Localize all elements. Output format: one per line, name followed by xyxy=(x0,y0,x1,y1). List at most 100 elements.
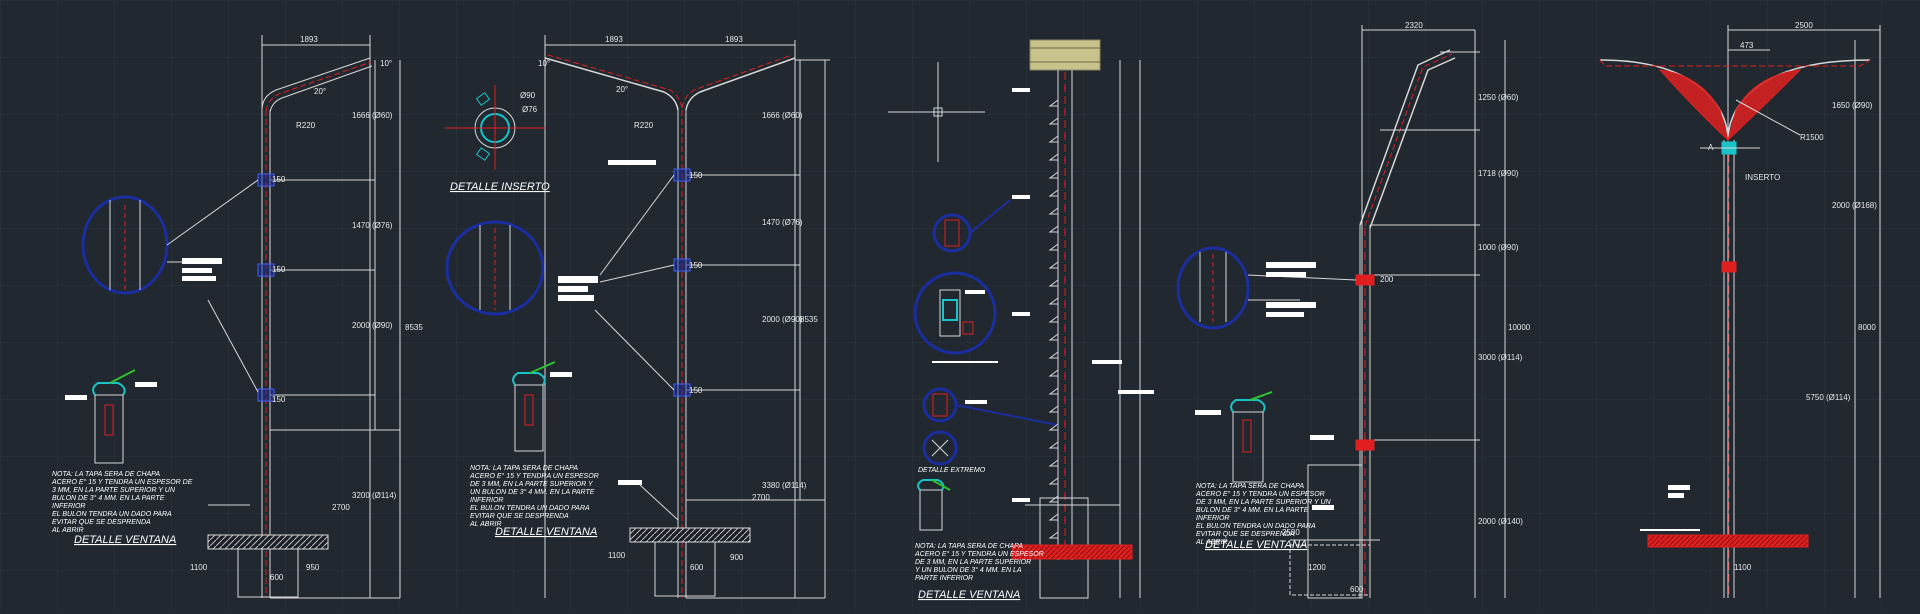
s4-flange-0: 200 xyxy=(1380,275,1394,284)
pole-step-tick xyxy=(1048,225,1059,233)
s5-insert-label: INSERTO xyxy=(1745,173,1780,182)
s5-section-label: A xyxy=(1708,143,1714,152)
s4-title: DETALLE VENTANA xyxy=(1205,539,1307,551)
pole-step-tick xyxy=(1048,117,1059,125)
s1-note-6: EVITAR QUE SE DESPRENDA xyxy=(52,519,151,526)
s5-dim-3: 5750 (Ø114) xyxy=(1806,393,1851,402)
s2-insert-label-0: Ø90 xyxy=(520,91,536,100)
s1-radius: R220 xyxy=(296,121,316,130)
s5-dim-2: 2000 (Ø168) xyxy=(1832,201,1877,210)
pole-step-tick xyxy=(1048,423,1059,431)
s1-dim-0: 1666 (Ø60) xyxy=(352,111,393,120)
s1-flange-2: 150 xyxy=(272,395,286,404)
s1-dim-1: 1470 (Ø76) xyxy=(352,221,393,230)
s2-flange-2: 150 xyxy=(689,386,703,395)
s3-note-1: ACERO E° 15 Y TENDRA UN ESPESOR xyxy=(914,550,1044,558)
s4-note-2: DE 3 MM, EN LA PARTE SUPERIOR Y UN xyxy=(1196,499,1332,506)
pole-step-tick xyxy=(1048,333,1059,341)
sheet-3-pole-section xyxy=(888,39,1154,599)
s2-arm-angle: 20° xyxy=(616,85,628,94)
s2-top-dim-right: 1893 xyxy=(725,35,743,44)
s1-dim-6: 1100 xyxy=(190,563,208,572)
pole-step-tick xyxy=(1048,207,1059,215)
s2-dim-5: 8535 xyxy=(800,315,818,324)
pole-step-tick xyxy=(1048,279,1059,287)
s4-note-1: ACERO E° 15 Y TENDRA UN ESPESOR xyxy=(1195,490,1325,498)
s4-note-4: INFERIOR xyxy=(1196,515,1229,522)
s3-note-0: NOTA: LA TAPA SERA DE CHAPA xyxy=(915,543,1023,550)
pole-step-tick xyxy=(1048,387,1059,395)
sheet-1-text: 1893 10° 20° R220 1666 (Ø60) 1470 (Ø76) … xyxy=(51,35,423,582)
s4-dim-0: 1250 (Ø60) xyxy=(1478,93,1519,102)
s2-note-5: EL BULON TENDRA UN DADO PARA xyxy=(470,505,590,512)
s4-dim-1: 1718 (Ø90) xyxy=(1478,169,1519,178)
pole-step-tick xyxy=(1048,531,1059,539)
s2-dim-0: 1666 (Ø60) xyxy=(762,111,803,120)
pole-shaft-2 xyxy=(677,110,687,598)
pole-step-tick xyxy=(1048,135,1059,143)
s5-sub-dim: 473 xyxy=(1740,41,1754,50)
pole-step-tick xyxy=(1048,459,1059,467)
s1-title: DETALLE VENTANA xyxy=(74,534,176,546)
s4-note-7: AL ABRIR xyxy=(1195,539,1228,546)
s5-dim-5: 1100 xyxy=(1734,563,1752,572)
pole-step-tick xyxy=(1048,171,1059,179)
pole-step-tick xyxy=(1048,99,1059,107)
s4-note-5: EL BULON TENDRA UN DADO PARA xyxy=(1196,523,1316,530)
s4-note-3: BULON DE 3° 4 MM. EN LA PARTE xyxy=(1196,506,1309,514)
s2-note-2: DE 3 MM, EN LA PARTE SUPERIOR Y xyxy=(470,481,594,488)
pole-step-tick xyxy=(1048,315,1059,323)
s2-dim-2: 2000 (Ø90) xyxy=(762,315,803,324)
s1-arm-angle: 20° xyxy=(314,87,326,96)
s4-top-dim: 2320 xyxy=(1405,21,1423,30)
s2-radius: R220 xyxy=(634,121,654,130)
pole-ticks xyxy=(1048,99,1059,539)
s4-dim-8: 600 xyxy=(1350,585,1364,594)
s5-dim-1: R1500 xyxy=(1800,133,1824,142)
s2-insert-label-1: Ø76 xyxy=(522,105,538,114)
sheet-5-text: 2500 473 1650 (Ø90) R1500 2000 (Ø168) 57… xyxy=(1708,21,1877,572)
s1-angle: 10° xyxy=(380,59,392,68)
s3-title: DETALLE VENTANA xyxy=(918,589,1020,601)
s4-dim-2: 1000 (Ø90) xyxy=(1478,243,1519,252)
sheet-5-decorative-pole xyxy=(1599,25,1881,598)
s1-flange-0: 150 xyxy=(272,175,286,184)
pole-arm xyxy=(261,57,373,113)
s1-note-2: 3 MM, EN LA PARTE SUPERIOR Y UN xyxy=(52,487,176,494)
s1-note-3: BULON DE 3° 4 MM. EN LA PARTE xyxy=(52,494,165,502)
pole-step-tick xyxy=(1048,441,1059,449)
sheet-4-bent-arm-pole xyxy=(1176,25,1506,599)
pole-step-tick xyxy=(1048,369,1059,377)
s5-dim-4: 8000 xyxy=(1858,323,1876,332)
pole-step-tick xyxy=(1048,243,1059,251)
pole-step-tick xyxy=(1048,297,1059,305)
s1-dim-7: 600 xyxy=(270,573,284,582)
s1-dim-5: 8535 xyxy=(405,323,423,332)
sheet-2-double-arm-pole xyxy=(445,35,830,599)
s1-top-dim: 1893 xyxy=(300,35,318,44)
s2-flange-1: 150 xyxy=(689,261,703,270)
s3-caption: DETALLE EXTREMO xyxy=(918,467,986,474)
pole-step-tick xyxy=(1048,495,1059,503)
s4-note-0: NOTA: LA TAPA SERA DE CHAPA xyxy=(1196,483,1304,490)
foundation xyxy=(207,534,329,550)
s2-dim-8: 900 xyxy=(730,553,744,562)
s2-top-dim-left: 1893 xyxy=(605,35,623,44)
s4-dim-7: 1200 xyxy=(1308,563,1326,572)
sheet-4-text: 2320 1250 (Ø60) 1718 (Ø90) 1000 (Ø90) 30… xyxy=(1195,21,1531,594)
sheet-3-text: DETALLE EXTREMO NOTA: LA TAPA SERA DE CH… xyxy=(914,467,1044,601)
s3-note-2: DE 3 MM, EN LA PARTE SUPERIOR xyxy=(915,559,1031,566)
s1-flange-1: 150 xyxy=(272,265,286,274)
pole-step-tick xyxy=(1048,513,1059,521)
s2-note-7: AL ABRIR xyxy=(469,521,502,528)
pole-step-tick xyxy=(1048,153,1059,161)
s2-note-4: INFERIOR xyxy=(470,497,503,504)
s2-dim-3: 3380 (Ø114) xyxy=(762,481,807,490)
s4-dim-3: 3000 (Ø114) xyxy=(1478,353,1523,362)
s5-top-dim: 2500 xyxy=(1795,21,1813,30)
pole-step-tick xyxy=(1048,189,1059,197)
s4-note-6: EVITAR QUE SE DESPRENDA xyxy=(1196,531,1295,538)
s1-note-7: AL ABRIR xyxy=(51,527,84,534)
